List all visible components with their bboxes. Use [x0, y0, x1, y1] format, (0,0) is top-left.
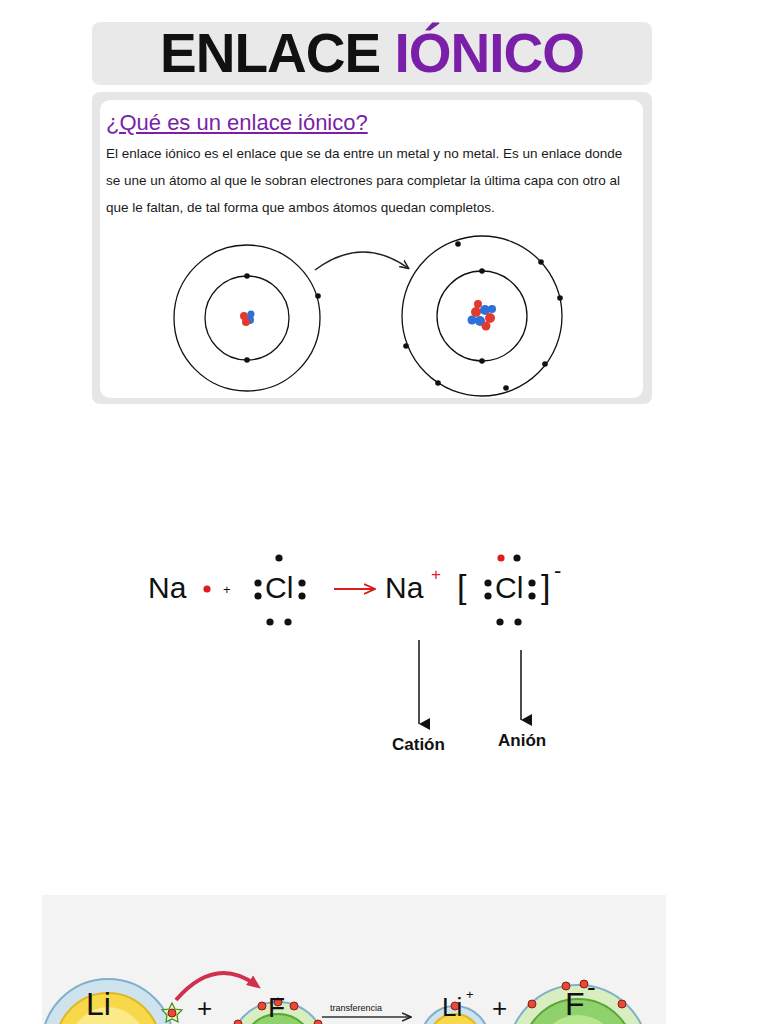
- atom-left: [174, 245, 321, 391]
- element-symbol: F: [565, 988, 585, 1020]
- electron-transfer-arrow: [176, 973, 256, 1000]
- element-symbol: Na: [148, 573, 186, 603]
- element-symbol: Na: [385, 573, 423, 603]
- anion-pointer: [520, 650, 522, 720]
- transfer-arrow: [315, 252, 408, 270]
- title-banner: [92, 22, 652, 85]
- info-panel: [100, 100, 643, 398]
- plus-sign: +: [197, 995, 212, 1021]
- title-text: ENLACE IÓNICO: [92, 22, 652, 85]
- charge-sign: +: [466, 988, 474, 1001]
- charge-sign: -: [554, 560, 561, 582]
- charge-sign: +: [431, 566, 441, 583]
- charge-sign: -: [587, 974, 596, 1000]
- reaction-arrow: [334, 588, 374, 590]
- ion-name: Catión: [392, 736, 445, 753]
- lewis-dots: [203, 554, 535, 625]
- box-heading: ¿Qué es un enlace iónico?: [106, 110, 635, 136]
- element-symbol: F: [268, 994, 285, 1022]
- plus-sign: +: [223, 583, 231, 596]
- box-body: El enlace iónico es el enlace que se da …: [106, 140, 634, 221]
- lithium-atom: [42, 979, 182, 1024]
- process-label: transferencia: [330, 1004, 382, 1013]
- element-symbol: Li: [86, 988, 111, 1020]
- bracket: ]: [541, 569, 550, 603]
- fluoride-ion: [508, 980, 648, 1024]
- transfer-line: [322, 1016, 410, 1018]
- bracket: [: [457, 569, 466, 603]
- atom-right: [402, 236, 563, 396]
- ion-name: Anión: [498, 732, 546, 749]
- plus-sign: +: [492, 995, 507, 1021]
- element-symbol: Li: [442, 994, 462, 1020]
- info-frame: [92, 92, 652, 404]
- element-symbol: Cl: [495, 573, 523, 603]
- element-symbol: Cl: [265, 573, 293, 603]
- info-box: ¿Qué es un enlace iónico? El enlace iónic…: [100, 100, 643, 398]
- cation-pointer: [418, 640, 420, 724]
